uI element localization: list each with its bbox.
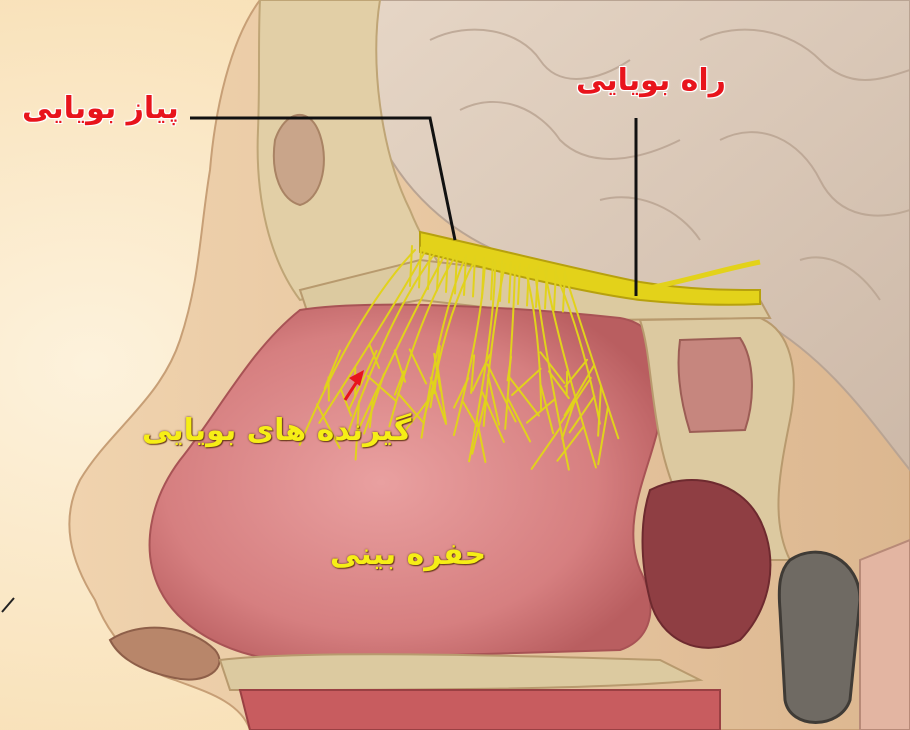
olfactory-bulb-label: پیاز بویایی — [22, 94, 179, 124]
palate — [220, 654, 700, 690]
olfactory-tract-label: راه بویایی — [576, 66, 726, 96]
eustachian-tube — [779, 552, 860, 722]
nasal-cavity-label: حفره بینی — [330, 540, 486, 570]
olfactory-receptors-label: گیرنده های بویایی — [142, 416, 411, 446]
posterior-tissue — [860, 540, 910, 730]
nasopharynx — [643, 480, 771, 648]
sphenoid-sinus — [678, 338, 752, 432]
oral-cavity — [240, 690, 720, 730]
